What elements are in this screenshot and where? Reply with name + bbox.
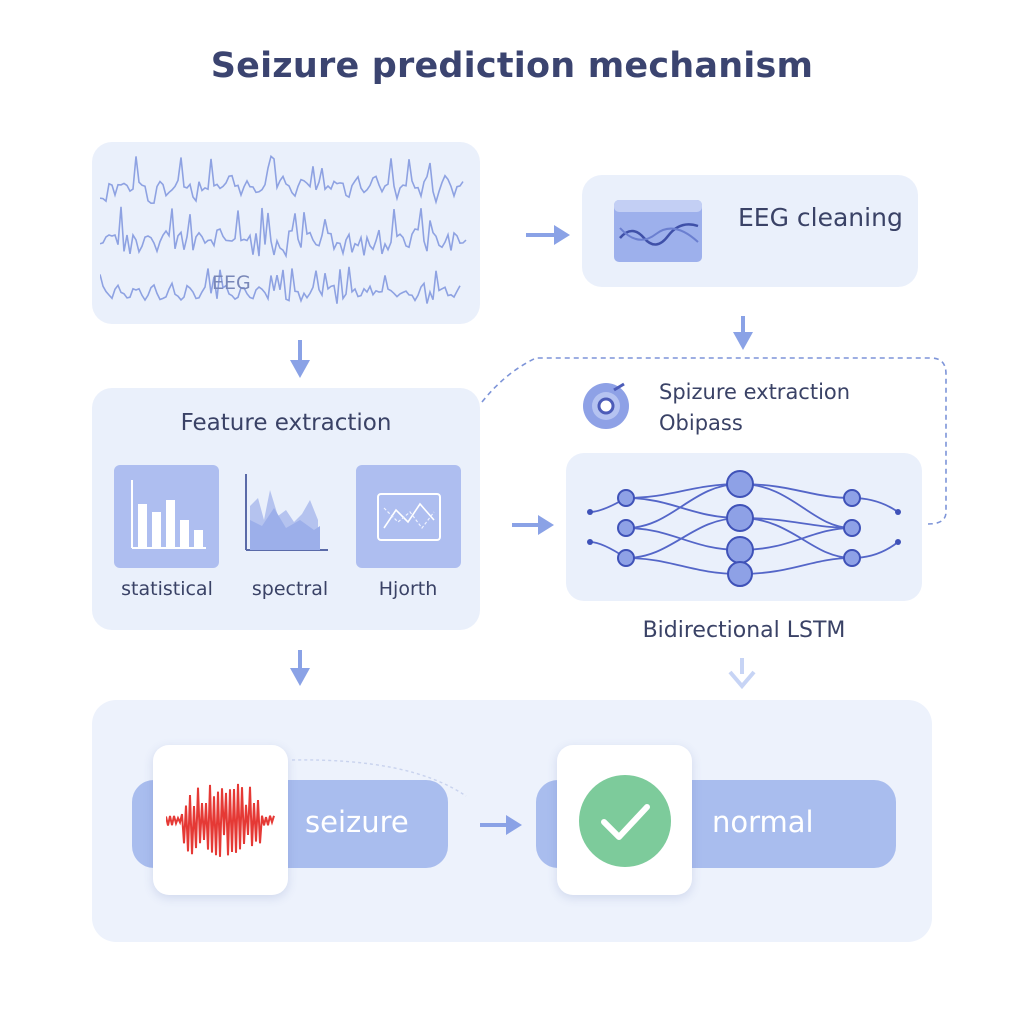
seizure-label: seizure (305, 805, 409, 839)
arrow-right-icon (526, 225, 570, 245)
arrow-down-icon (290, 650, 310, 686)
hjorth-label: Hjorth (378, 578, 438, 600)
hjorth-icon (377, 493, 441, 541)
lstm-label: Bidirectional LSTM (642, 618, 846, 643)
arrow-down-icon (290, 340, 310, 378)
signal-cleaning-icon (614, 200, 702, 262)
spectral-label: spectral (251, 578, 329, 600)
spectrum-chart-icon (245, 474, 328, 551)
arrow-right-icon (480, 815, 522, 835)
dashed-connector (291, 759, 467, 797)
eeg-label: EEG (212, 272, 251, 294)
arrow-right-icon (512, 515, 554, 535)
normal-label: normal (712, 805, 814, 839)
neural-network-icon (587, 470, 901, 587)
eeg-waveform-icon (100, 154, 467, 304)
eeg-cleaning-label: EEG cleaning (738, 203, 903, 232)
bar-chart-icon (131, 480, 206, 549)
chevron-down-icon (728, 658, 756, 690)
dashed-connector (481, 357, 947, 525)
hjorth-tile (356, 465, 461, 568)
seizure-wave-icon (166, 783, 275, 857)
disc-icon (583, 382, 629, 429)
feature-extraction-title: Feature extraction (180, 410, 392, 436)
check-circle-icon (579, 775, 671, 867)
arrow-down-icon (733, 316, 753, 350)
diagram-title: Seizure prediction mechanism (210, 46, 814, 86)
spizure-extraction-label: Spizure extraction Obipass (659, 380, 851, 435)
statistical-label: statistical (121, 578, 213, 600)
